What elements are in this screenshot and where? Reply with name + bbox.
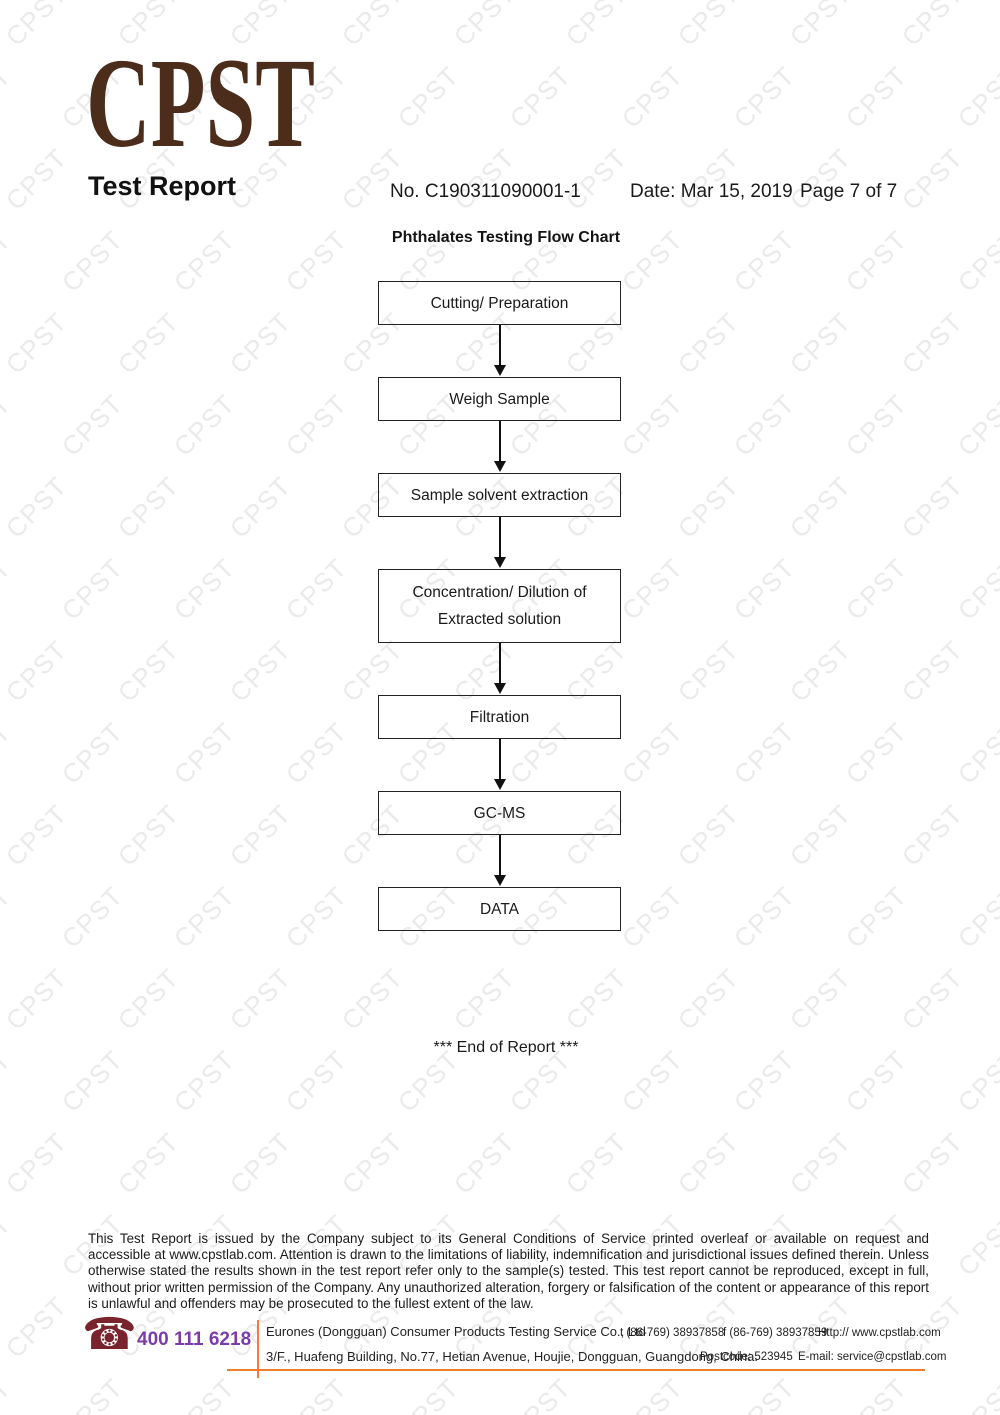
arrow-shaft: [498, 835, 501, 875]
flow-arrow-down: [378, 643, 621, 695]
website-url: Http:// www.cpstlab.com: [818, 1327, 941, 1339]
flow-step-label: Weigh Sample: [449, 390, 550, 408]
arrow-shaft: [498, 517, 501, 557]
flow-step-box: Cutting/ Preparation: [378, 281, 621, 325]
company-name: Eurones (Dongguan) Consumer Products Tes…: [266, 1324, 646, 1339]
flow-step-box: DATA: [378, 887, 621, 931]
flow-step-label: Filtration: [469, 708, 530, 726]
flow-arrow-down: [378, 739, 621, 791]
flow-step-label: GC-MS: [473, 804, 526, 822]
page-indicator: Page 7 of 7: [800, 181, 898, 202]
report-date: Date: Mar 15, 2019: [630, 181, 793, 202]
flowchart-title: Phthalates Testing Flow Chart: [391, 229, 621, 246]
flow-step-label: Sample solvent extraction: [410, 486, 589, 504]
footer-vertical-divider: [257, 1320, 259, 1378]
flow-step-box: Filtration: [378, 695, 621, 739]
postcode: Postcode: 523945: [700, 1351, 793, 1363]
arrow-head: [493, 779, 506, 790]
flow-step-box: GC-MS: [378, 791, 621, 835]
flow-step-label: Cutting/ Preparation: [430, 294, 569, 312]
flow-step-label: Extracted solution: [437, 611, 562, 628]
hotline-number: 400 111 6218: [137, 1329, 252, 1350]
cpst-logo: CPST: [86, 32, 316, 174]
arrow-head: [493, 875, 506, 886]
arrow-head: [493, 461, 506, 472]
flow-arrow-down: [378, 325, 621, 377]
legal-disclaimer-text: This Test Report is issued by the Compan…: [88, 1231, 929, 1311]
arrow-head: [493, 683, 506, 694]
arrow-shaft: [498, 421, 501, 461]
email-address: E-mail: service@cpstlab.com: [798, 1351, 947, 1363]
end-of-report-text: *** End of Report ***: [433, 1039, 579, 1056]
footer-horizontal-rule: [227, 1369, 925, 1371]
arrow-shaft: [498, 643, 501, 683]
telephone-icon: ☎: [82, 1310, 137, 1359]
fax-number: f (86-769) 38937859: [723, 1327, 828, 1339]
telephone-number: t (86-769) 38937858: [620, 1327, 725, 1339]
flowchart-title-wrap: Phthalates Testing Flow Chart: [12, 229, 1000, 247]
arrow-head: [493, 557, 506, 568]
flow-step-box: Concentration/ Dilution of Extracted solu…: [378, 569, 621, 643]
arrow-head: [493, 365, 506, 376]
arrow-shaft: [498, 325, 501, 365]
flow-arrow-down: [378, 835, 621, 887]
flow-step-box: Weigh Sample: [378, 377, 621, 421]
flow-step-label: Concentration/ Dilution of: [412, 584, 587, 601]
report-title: Test Report: [88, 171, 237, 201]
flow-step-label: DATA: [479, 900, 520, 918]
flow-step-box: Sample solvent extraction: [378, 473, 621, 517]
flow-arrow-down: [378, 421, 621, 473]
end-of-report-wrap: *** End of Report ***: [12, 1039, 1000, 1057]
company-address: 3/F., Huafeng Building, No.77, Hetian Av…: [266, 1349, 758, 1364]
flow-arrow-down: [378, 517, 621, 569]
arrow-shaft: [498, 739, 501, 779]
report-number: No. C190311090001-1: [390, 181, 581, 202]
